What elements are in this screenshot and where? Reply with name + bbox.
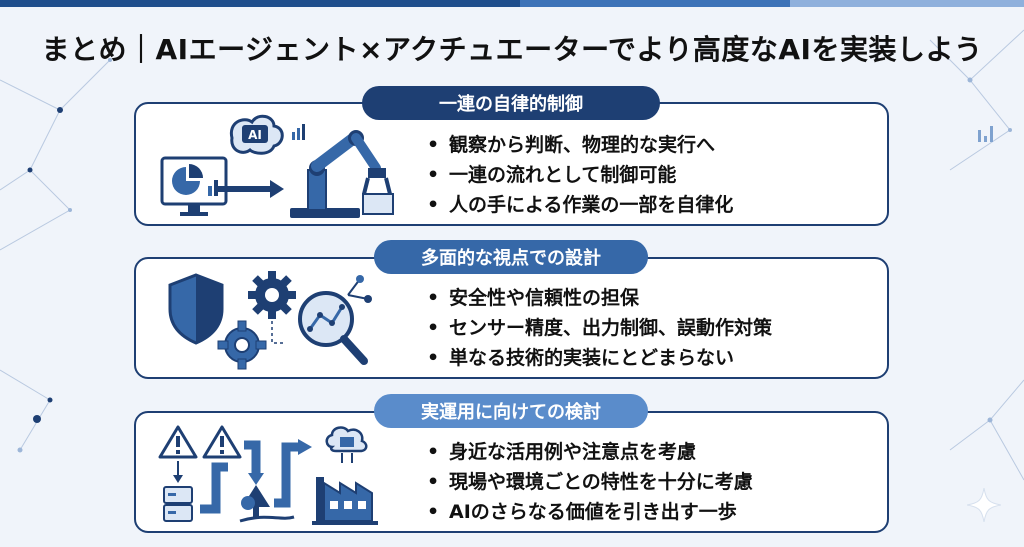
warning-icon — [202, 425, 242, 459]
bullet-item: センサー精度、出力制御、誤動作対策 — [427, 313, 772, 343]
section-illustration: AI — [160, 114, 394, 218]
network-decoration-right — [929, 29, 1024, 481]
cloud-server-icon — [325, 426, 368, 463]
server-icon — [163, 486, 193, 522]
bullet-item: 安全性や信頼性の担保 — [427, 283, 772, 313]
sparkle-icon — [967, 488, 1001, 522]
robot-arm-icon — [290, 130, 394, 218]
arrow-right-icon — [218, 180, 284, 198]
section-card-multifaceted-design: 安全性や信頼性の担保 センサー精度、出力制御、誤動作対策 単なる技術的実装にとど… — [134, 257, 889, 379]
section-heading-practical-operation: 実運用に向けての検討 — [374, 394, 648, 428]
tree-icon — [241, 485, 270, 517]
section-illustration — [158, 425, 378, 525]
bullet-item: 観察から判断、物理的な実行へ — [427, 130, 733, 160]
bullet-item: AIのさらなる価値を引き出す一歩 — [427, 497, 753, 527]
bullet-item: 身近な活用例や注意点を考慮 — [427, 437, 753, 467]
section-heading-multifaceted-design: 多面的な視点での設計 — [374, 240, 648, 274]
section-card-autonomous-control: AI 観察から判断、物理的な実行へ 一連の流れとして制御可能 人の手による作業の… — [134, 102, 889, 226]
shield-icon — [168, 273, 224, 345]
ai-brain-icon: AI — [229, 114, 305, 155]
section-heading-autonomous-control: 一連の自律的制御 — [362, 86, 660, 120]
bullet-item: 単なる技術的実装にとどまらない — [427, 343, 772, 373]
monitor-chart-icon — [160, 156, 228, 216]
bullet-item: 人の手による作業の一部を自律化 — [427, 190, 733, 220]
svg-text:AI: AI — [248, 128, 262, 142]
bullet-item: 現場や環境ごとの特性を十分に考慮 — [427, 467, 753, 497]
gear-icon — [217, 320, 267, 370]
factory-icon — [312, 477, 378, 525]
bullet-item: 一連の流れとして制御可能 — [427, 160, 733, 190]
network-decoration-left — [0, 58, 112, 453]
magnifier-network-icon — [298, 275, 372, 365]
warning-icon — [158, 425, 198, 459]
page-title: まとめ｜AIエージェント×アクチュエーターでより高度なAIを実装しよう — [41, 33, 983, 66]
section-card-practical-operation: 身近な活用例や注意点を考慮 現場や環境ごとの特性を十分に考慮 AIのさらなる価値… — [134, 411, 889, 533]
section-illustration — [168, 271, 372, 370]
gear-icon — [248, 271, 296, 319]
